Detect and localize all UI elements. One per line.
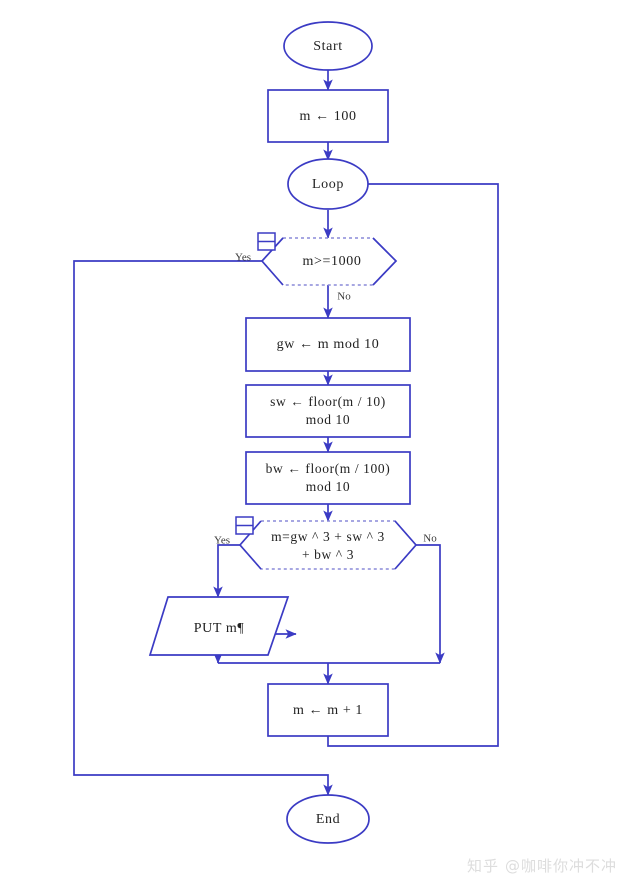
cond1-label: m>=1000 xyxy=(303,254,362,269)
connector-group xyxy=(73,66,499,796)
gw-process-shape xyxy=(245,317,411,372)
edge-cond2-no-to-merge xyxy=(416,544,445,664)
put-label: PUT m¶ xyxy=(194,621,245,636)
cond2-yes-label: Yes xyxy=(214,535,230,547)
cond2-left-vertex xyxy=(238,520,262,570)
init-label: m ← 100 xyxy=(299,109,356,124)
start-terminator-shape xyxy=(283,21,373,71)
cond2-label-line1: m=gw ^ 3 + sw ^ 3 xyxy=(271,529,385,544)
node-start[interactable]: Start xyxy=(283,21,373,71)
node-end[interactable]: End xyxy=(286,794,370,844)
init-process-shape xyxy=(267,89,389,143)
watermark: 知乎 @咖啡你冲不冲 xyxy=(467,855,617,876)
node-put[interactable]: PUT m¶ xyxy=(148,596,290,656)
end-label: End xyxy=(316,812,340,827)
incr-label: m ← m + 1 xyxy=(293,703,363,718)
node-gw[interactable]: gw ← m mod 10 xyxy=(245,317,411,372)
loop-label: Loop xyxy=(312,177,344,192)
bw-label-line1: bw ← floor(m / 100) xyxy=(266,461,391,476)
cond1-left-vertex xyxy=(260,237,284,286)
sw-process-shape xyxy=(245,384,411,438)
sw-label-line2: mod 10 xyxy=(306,412,350,427)
cond2-label-line2: + bw ^ 3 xyxy=(302,547,354,562)
node-decision-cond2[interactable]: m=gw ^ 3 + sw ^ 3 + bw ^ 3 xyxy=(238,520,418,570)
collapse-box-icon[interactable] xyxy=(257,232,276,251)
put-io-shape xyxy=(148,596,290,656)
bw-label-line2: mod 10 xyxy=(306,479,350,494)
gw-label: gw ← m mod 10 xyxy=(277,337,380,352)
start-label: Start xyxy=(313,39,342,54)
cond1-no-label: No xyxy=(337,291,351,303)
bw-process-shape xyxy=(245,451,411,505)
watermark-logo: 知乎 xyxy=(466,857,499,875)
node-loop[interactable]: Loop xyxy=(287,158,369,210)
node-decision-cond1[interactable]: m>=1000 xyxy=(260,237,398,286)
incr-process-shape xyxy=(267,683,389,737)
node-init[interactable]: m ← 100 xyxy=(267,89,389,143)
node-sw[interactable]: sw ← floor(m / 10) mod 10 xyxy=(245,384,411,438)
end-terminator-shape xyxy=(286,794,370,844)
collapse-box-icon[interactable] xyxy=(235,516,254,535)
node-bw[interactable]: bw ← floor(m / 100) mod 10 xyxy=(245,451,411,505)
watermark-handle: @咖啡你冲不冲 xyxy=(504,857,617,875)
cond2-no-label: No xyxy=(423,533,437,545)
cond1-right-vertex xyxy=(372,237,398,286)
edge-cond2-yes-to-put xyxy=(213,544,240,598)
sw-label-line1: sw ← floor(m / 10) xyxy=(270,394,386,409)
node-incr[interactable]: m ← m + 1 xyxy=(267,683,389,737)
edge-cond1-yes-to-end xyxy=(73,260,333,796)
edge-incr-back-to-loop xyxy=(327,179,499,747)
cond1-yes-label: Yes xyxy=(235,252,251,264)
cond2-right-vertex xyxy=(394,520,418,570)
loop-terminator-shape xyxy=(287,158,369,210)
